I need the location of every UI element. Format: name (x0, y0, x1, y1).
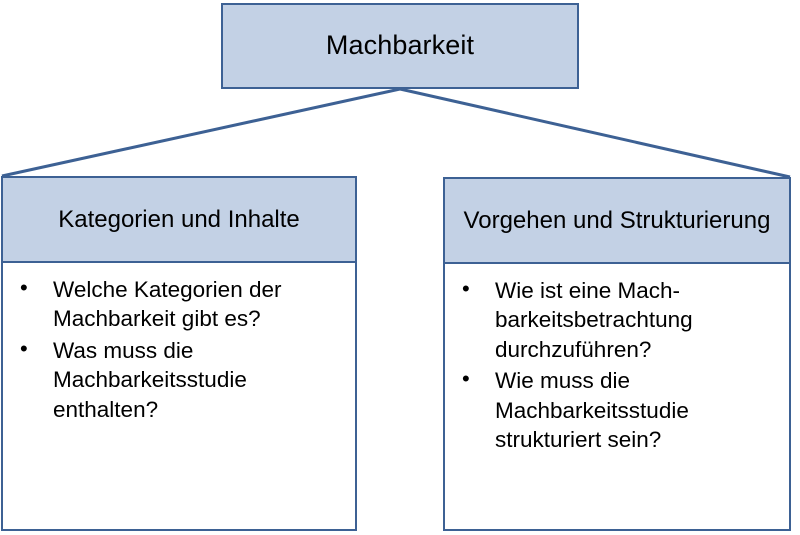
child-node-vorgehen-und-strukturierung[interactable]: Vorgehen und Strukturierung Wie ist eine… (443, 177, 791, 531)
bullet-list: Wie ist eine Mach-barkeitsbetrachtung du… (449, 275, 779, 455)
connector-root-to-left (1, 87, 401, 178)
bullet-list: Welche Kategorien der Machbarkeit gibt e… (7, 274, 345, 424)
list-item: Was muss die Machbarkeitsstudie enthalte… (7, 335, 345, 424)
child-node-header: Vorgehen und Strukturierung (445, 179, 789, 264)
list-item: Wie ist eine Mach-barkeitsbetrachtung du… (449, 275, 779, 364)
root-node-label: Machbarkeit (325, 30, 475, 61)
list-item: Welche Kategorien der Machbarkeit gibt e… (7, 274, 345, 334)
child-node-header: Kategorien und Inhalte (3, 178, 355, 263)
child-node-body: Welche Kategorien der Machbarkeit gibt e… (3, 263, 355, 529)
list-item: Wie muss die Machbarkeitsstudie struktur… (449, 365, 779, 454)
connector-root-to-right (399, 87, 791, 179)
child-node-kategorien-und-inhalte[interactable]: Kategorien und Inhalte Welche Kategorien… (1, 176, 357, 531)
child-node-body: Wie ist eine Mach-barkeitsbetrachtung du… (445, 264, 789, 529)
root-node[interactable]: Machbarkeit (221, 3, 579, 89)
